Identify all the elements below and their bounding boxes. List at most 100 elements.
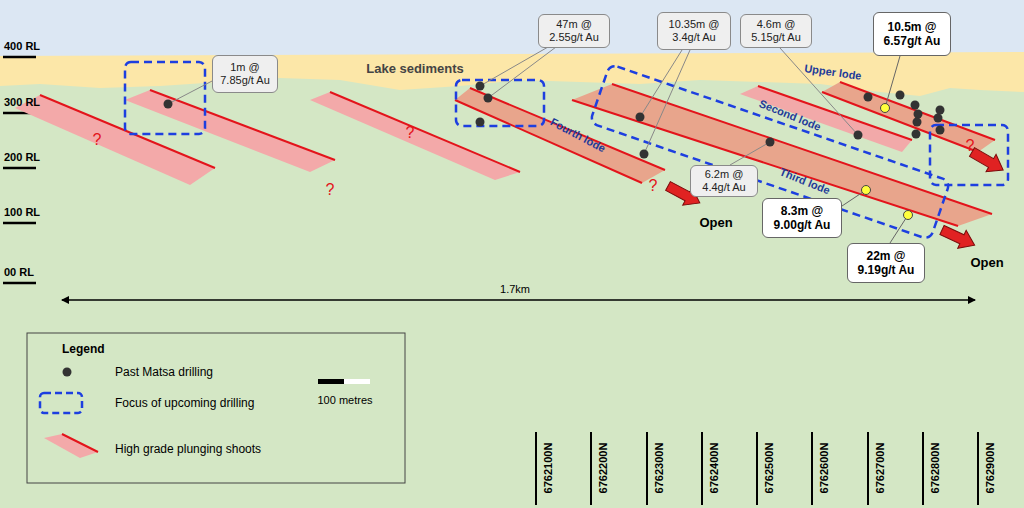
open-arrow (938, 221, 979, 254)
leader-line (885, 56, 900, 108)
assay-text: 4.6m @ 5.15g/t Au (744, 18, 808, 44)
northing-label: 6762600N (819, 443, 830, 494)
legend-text: Focus of upcoming drilling (115, 397, 254, 409)
leader-line (644, 50, 690, 154)
sky-area (0, 0, 1024, 60)
drill-target-box (930, 125, 1008, 185)
new-drill-hole (904, 211, 913, 220)
leader-line (640, 50, 682, 117)
lode-shape (740, 86, 912, 152)
drill-hole (911, 101, 920, 110)
callout-body: 4.6m @ 5.15g/t Au (744, 18, 808, 44)
section-label: 100 RL (4, 207, 40, 218)
drill-hole (476, 82, 485, 91)
rl-tick (3, 167, 36, 170)
northing-label: 6762400N (708, 443, 719, 494)
legend-shoot (44, 434, 98, 458)
assay-text: 6.2m @ 4.4g/t Au (694, 168, 754, 194)
drill-hole (934, 114, 943, 123)
legend-dashed-box (40, 393, 82, 413)
assay-text: 10.35m @ 3.4g/t Au (661, 18, 727, 44)
drill-hole (914, 110, 923, 119)
leader-line (780, 48, 858, 135)
section-label: ? (406, 125, 415, 141)
section-label: ? (93, 132, 102, 148)
lode-name: Fourth lode (548, 116, 607, 155)
drill-hole (854, 131, 863, 140)
drill-hole (640, 150, 649, 159)
drill-hole (636, 113, 645, 122)
northing-tick (811, 432, 813, 505)
section-label: Lake sediments (366, 62, 464, 75)
assay-callout: 4.6m @ 5.15g/t Au (740, 14, 812, 48)
callout-body: 8.3m @ 9.00g/t Au (766, 204, 838, 232)
drill-hole (896, 91, 905, 100)
northing-tick (922, 432, 924, 505)
legend-text: Past Matsa drilling (115, 366, 213, 378)
northing-label: 6762300N (653, 443, 664, 494)
assay-text: 1m @ 7.85g/t Au (216, 61, 274, 87)
leader-line (730, 142, 770, 165)
drill-hole (864, 93, 873, 102)
assay-callout: 47m @ 2.55g/t Au (538, 14, 610, 48)
northing-label: 6762700N (874, 443, 885, 494)
assay-callout: 10.5m @ 6.57g/t Au (873, 12, 951, 56)
drill-hole (936, 106, 945, 115)
section-label: ? (326, 182, 335, 198)
lake-sediments (0, 52, 1024, 96)
drill-target-box (456, 80, 544, 126)
assay-text: 8.3m @ 9.00g/t Au (766, 204, 838, 232)
lode-name: Third lode (778, 165, 832, 196)
rl-tick (3, 222, 36, 225)
callout-body: 47m @ 2.55g/t Au (542, 18, 606, 44)
lode-band: Fourth lode (455, 88, 665, 183)
northing-tick (535, 432, 537, 505)
northing-label: 6762500N (764, 443, 775, 494)
callout-body: 6.2m @ 4.4g/t Au (694, 168, 754, 194)
assay-text: 10.5m @ 6.57g/t Au (877, 20, 947, 48)
leader-line (890, 215, 908, 243)
drill-hole (913, 118, 922, 127)
rl-tick (3, 282, 36, 285)
assay-callout: 8.3m @ 9.00g/t Au (762, 198, 842, 238)
leader-line (480, 47, 548, 86)
northing-label: 6762100N (543, 443, 554, 494)
lode-band: Second lode (740, 86, 912, 152)
callout-body: 10.5m @ 6.57g/t Au (877, 20, 947, 48)
northing-label: 6762800N (929, 443, 940, 494)
section-label: 400 RL (4, 41, 40, 52)
assay-callout: 1m @ 7.85g/t Au (212, 55, 278, 93)
section-label: ? (649, 178, 658, 194)
legend-text: High grade plunging shoots (115, 443, 261, 455)
northing-tick (701, 432, 703, 505)
section-label: Open (699, 216, 732, 229)
ore-shoot (125, 90, 335, 172)
assay-text: 22m @ 9.19g/t Au (851, 249, 921, 277)
section-label: 300 RL (4, 97, 40, 108)
legend-box (27, 333, 405, 483)
new-drill-hole (862, 186, 871, 195)
drill-hole (476, 118, 485, 127)
assay-text: 47m @ 2.55g/t Au (542, 18, 606, 44)
assay-callout: 6.2m @ 4.4g/t Au (690, 165, 758, 197)
distance-line (62, 299, 975, 301)
northing-tick (867, 432, 869, 505)
northing-label: 6762200N (598, 443, 609, 494)
assay-callout: 22m @ 9.19g/t Au (847, 243, 925, 283)
northing-label: 6762900N (985, 443, 996, 494)
assay-callout: 10.35m @ 3.4g/t Au (657, 12, 731, 50)
section-label: ? (966, 138, 975, 154)
callout-body: 10.35m @ 3.4g/t Au (661, 18, 727, 44)
drill-target-box (590, 64, 951, 240)
leader-line (488, 47, 556, 98)
new-drill-hole (881, 104, 890, 113)
section-label: 100 metres (317, 395, 372, 406)
drill-hole (766, 138, 775, 147)
lode-edge (758, 86, 912, 140)
drill-target-box (125, 62, 205, 134)
callout-body: 1m @ 7.85g/t Au (216, 61, 274, 87)
shoot-edge (150, 90, 335, 160)
lode-edge (612, 84, 992, 214)
